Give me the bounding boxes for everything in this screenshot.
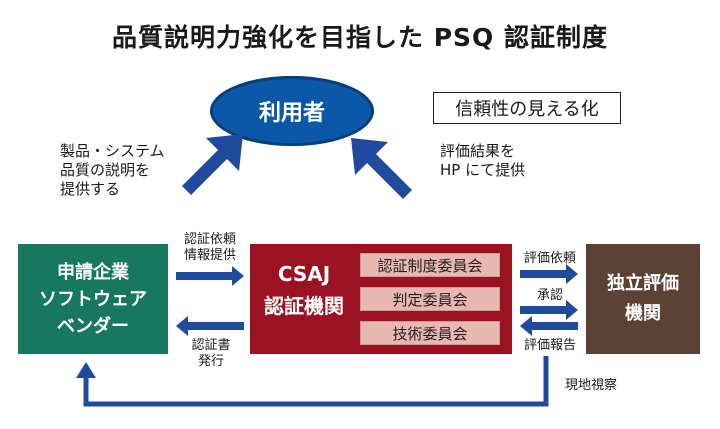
cert-request-line: 情報提供 [183,248,236,263]
cert-issue-arrow [176,316,244,336]
csaj-label-line: 認証機関 [264,294,344,318]
cert-request-label: 認証依頼 情報提供 [170,232,250,264]
trust-visibility-box: 信頼性の見える化 [433,92,621,124]
eval-request-arrow [520,264,578,284]
csaj-label: CSAJ 認証機関 [262,258,346,322]
approval-label: 承認 [536,288,563,303]
user-node: 利用者 [210,76,374,146]
left-note-line: 品質の説明を [60,161,151,179]
independent-line: 機関 [625,303,661,324]
left-note-line: 提供する [60,180,121,198]
committee-label: 技術委員会 [392,324,468,343]
page-title: 品質説明力強化を目指した PSQ 認証制度 [112,23,608,52]
left-note-line: 製品・システム [60,142,165,160]
committee-technical: 技術委員会 [360,321,500,345]
site-visit-line [83,356,549,407]
applicant-vendor-box: 申請企業 ソフトウェア ベンダー [18,244,168,354]
independent-line: 独立評価 [607,273,679,294]
eval-report-arrow [520,316,578,336]
csaj-label-line: CSAJ [277,262,331,286]
cert-request-arrow [176,266,244,286]
left-note: 製品・システム 品質の説明を 提供する [60,142,165,199]
right-note: 評価結果を HP にて提供 [440,142,525,180]
trust-visibility-label: 信頼性の見える化 [455,99,599,120]
provide-arrow-left [182,134,243,195]
committee-label: 認証制度委員会 [377,256,483,275]
right-note-line: 評価結果を [440,142,516,160]
cert-issue-label: 認証書 発行 [176,338,246,370]
user-label: 利用者 [258,101,325,126]
right-note-line: HP にて提供 [440,161,526,179]
committee-judgment: 判定委員会 [360,287,500,311]
site-visit-label: 現地視察 [564,378,617,393]
cert-issue-line: 認証書 [191,338,231,353]
independent-evaluator-box: 独立評価 機関 [586,244,700,354]
site-visit-arrowhead [76,362,96,378]
eval-report-label: 評価報告 [523,338,576,353]
committee-certification: 認証制度委員会 [360,253,500,277]
cert-issue-line: 発行 [197,354,224,369]
committee-label: 判定委員会 [392,290,468,309]
eval-request-label: 評価依頼 [523,251,576,266]
applicant-line: ソフトウェア [39,288,147,310]
provide-arrow-right [351,138,412,199]
cert-request-line: 認証依頼 [183,232,236,247]
applicant-line: ベンダー [57,315,129,337]
approval-arrow [520,300,578,320]
applicant-line: 申請企業 [57,261,129,283]
